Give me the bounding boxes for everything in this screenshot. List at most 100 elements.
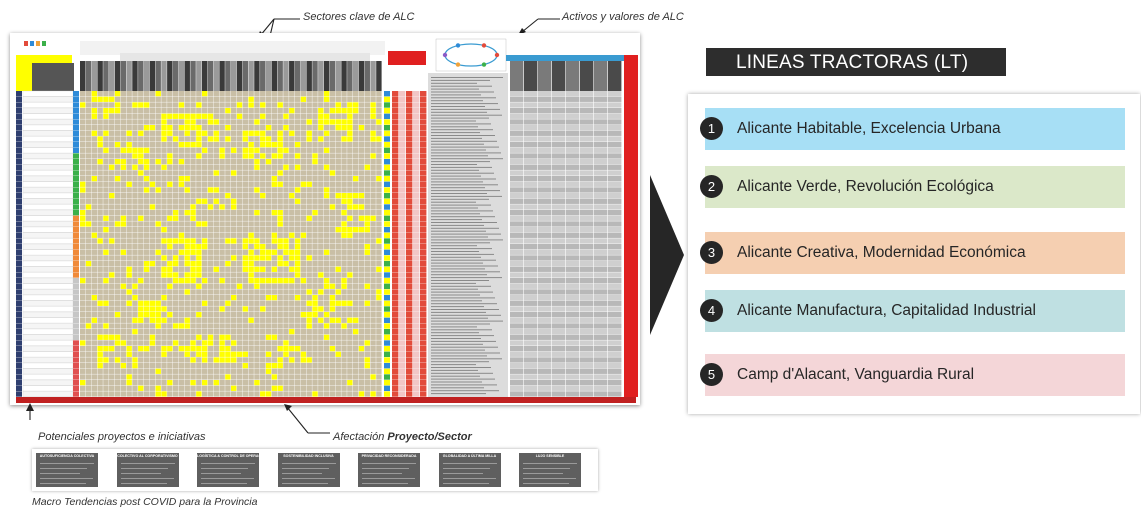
matrix-cell [103, 130, 109, 136]
asset-cell [566, 119, 580, 125]
matrix-cell [352, 147, 359, 153]
matrix-cell [300, 108, 307, 114]
matrix-cell [91, 323, 98, 329]
matrix-cell [167, 374, 173, 380]
matrix-cell [294, 272, 301, 278]
asset-cell [594, 380, 608, 386]
matrix-cell [109, 91, 115, 97]
matrix-cell [201, 108, 208, 114]
row-side-marker [384, 385, 390, 392]
matrix-cell [155, 255, 161, 261]
asset-cell [524, 125, 538, 131]
matrix-cell [370, 363, 376, 369]
asset-cell [594, 317, 608, 323]
matrix-cell [318, 221, 324, 227]
trend-thumbnail: GLOBALIDAD A ÚLTIMA MILLA [438, 453, 501, 487]
row-index [16, 227, 22, 233]
matrix-cell [120, 317, 127, 323]
matrix-cell [341, 153, 347, 159]
matrix-cell [271, 385, 278, 391]
matrix-cell [329, 357, 336, 363]
matrix-cell [172, 266, 179, 272]
asset-cell [524, 391, 538, 397]
row-score-cell [392, 357, 399, 363]
matrix-cell [300, 119, 307, 125]
matrix-cell [219, 329, 225, 335]
asset-cell [538, 300, 552, 306]
column-header [265, 61, 272, 91]
matrix-cell [335, 300, 341, 306]
row-score-cell [413, 215, 420, 222]
matrix-cell [335, 261, 341, 267]
matrix-cell [341, 142, 347, 148]
matrix-cell [213, 295, 219, 301]
matrix-cell [120, 170, 127, 176]
matrix-cell [254, 153, 260, 159]
matrix-cell [347, 323, 353, 329]
asset-cell [552, 136, 566, 142]
matrix-cell [109, 266, 115, 272]
matrix-cell [190, 215, 196, 221]
matrix-cell [347, 142, 353, 148]
row-score-cell [399, 312, 406, 318]
asset-cell [608, 153, 622, 159]
matrix-cell [341, 119, 347, 125]
matrix-cell [138, 187, 144, 193]
matrix-cell [242, 317, 249, 323]
matrix-cell [370, 385, 376, 391]
matrix-cell [225, 147, 231, 153]
asset-cell [524, 215, 538, 221]
matrix-cell [132, 210, 138, 216]
row-index [16, 334, 22, 341]
description-text-line [431, 372, 493, 374]
matrix-cell [358, 96, 365, 102]
matrix-cell [364, 283, 370, 289]
row-score-cell [399, 142, 406, 148]
matrix-cell [254, 380, 260, 386]
row-side-marker [384, 232, 390, 239]
matrix-cell [335, 278, 341, 284]
row-score-cell [420, 176, 427, 182]
description-text-line [431, 288, 478, 290]
matrix-cell [254, 204, 260, 210]
matrix-cell [271, 108, 278, 114]
description-text-line [431, 166, 492, 168]
row-lt-marker [73, 289, 79, 295]
matrix-cell [376, 244, 382, 250]
matrix-cell [109, 221, 115, 227]
matrix-cell [289, 272, 295, 278]
matrix-cell [143, 340, 150, 346]
matrix-cell [347, 306, 353, 312]
asset-cell [552, 391, 566, 397]
matrix-cell [201, 198, 208, 204]
matrix-cell [260, 340, 266, 346]
matrix-cell [236, 130, 243, 136]
matrix-cell [155, 170, 161, 176]
row-score-cell [413, 329, 420, 335]
matrix-cell [335, 153, 341, 159]
row-label [22, 141, 74, 148]
asset-cell [524, 380, 538, 386]
matrix-cell [231, 278, 237, 284]
row-lt-marker [73, 272, 79, 278]
matrix-cell [161, 108, 167, 114]
asset-column-header [552, 61, 566, 91]
matrix-cell [277, 181, 283, 187]
matrix-cell [91, 272, 98, 278]
matrix-cell [196, 357, 202, 363]
matrix-cell [114, 198, 121, 204]
matrix-cell [370, 368, 376, 374]
matrix-cell [219, 278, 225, 284]
matrix-cell [312, 283, 318, 289]
matrix-cell [294, 204, 301, 210]
matrix-cell [85, 317, 92, 323]
matrix-cell [91, 351, 98, 357]
matrix-cell [213, 227, 219, 233]
asset-cell [580, 227, 594, 233]
asset-cell [594, 193, 608, 199]
description-text-line [431, 213, 480, 215]
row-score-cell [406, 295, 413, 301]
matrix-cell [207, 119, 214, 125]
row-lt-marker [73, 204, 79, 210]
matrix-cell [120, 261, 127, 267]
